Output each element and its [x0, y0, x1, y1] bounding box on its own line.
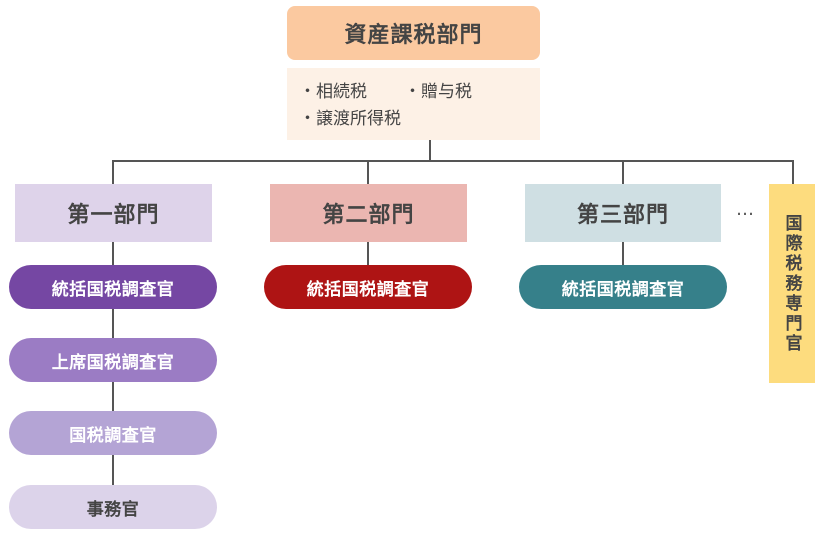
dept2-role-chief-examiner-label: 統括国税調査官 — [306, 279, 430, 300]
department-2-label: 第二部門 — [322, 203, 415, 228]
dept1-role-examiner: 国税調査官 — [9, 411, 217, 455]
dept3-role-chief-examiner-label: 統括国税調査官 — [561, 279, 685, 300]
dept1-role-senior-examiner-label: 上席国税調査官 — [51, 352, 175, 373]
dept1-role-senior-examiner: 上席国税調査官 — [9, 338, 217, 382]
international-tax-specialist-box: 国際税務専門官 — [769, 184, 815, 383]
more-departments-ellipsis: … — [736, 199, 754, 220]
tax-item-transfer-income: ・譲渡所得税 — [299, 109, 401, 129]
dept1-role-clerk: 事務官 — [9, 485, 217, 529]
tax-scope-box: ・相続税 ・贈与税 ・譲渡所得税 — [287, 68, 540, 140]
dept3-role-chief-examiner: 統括国税調査官 — [519, 265, 727, 309]
department-1-box: 第一部門 — [15, 184, 212, 242]
department-3-box: 第三部門 — [525, 184, 721, 242]
department-3-label: 第三部門 — [576, 203, 669, 228]
tax-item-inheritance: ・相続税 — [299, 82, 367, 102]
dept1-role-chief-examiner: 統括国税調査官 — [9, 265, 217, 309]
dept1-role-examiner-label: 国税調査官 — [69, 425, 157, 446]
tax-item-gift: ・贈与税 — [404, 82, 472, 102]
international-tax-specialist-label: 国際税務専門官 — [781, 213, 802, 354]
dept2-role-chief-examiner: 統括国税調査官 — [264, 265, 472, 309]
dept1-role-chief-examiner-label: 統括国税調査官 — [51, 279, 175, 300]
department-2-box: 第二部門 — [270, 184, 467, 242]
division-title-box: 資産課税部門 — [287, 6, 540, 60]
department-1-label: 第一部門 — [67, 203, 160, 228]
division-title: 資産課税部門 — [344, 23, 483, 48]
dept1-role-clerk-label: 事務官 — [86, 499, 140, 520]
